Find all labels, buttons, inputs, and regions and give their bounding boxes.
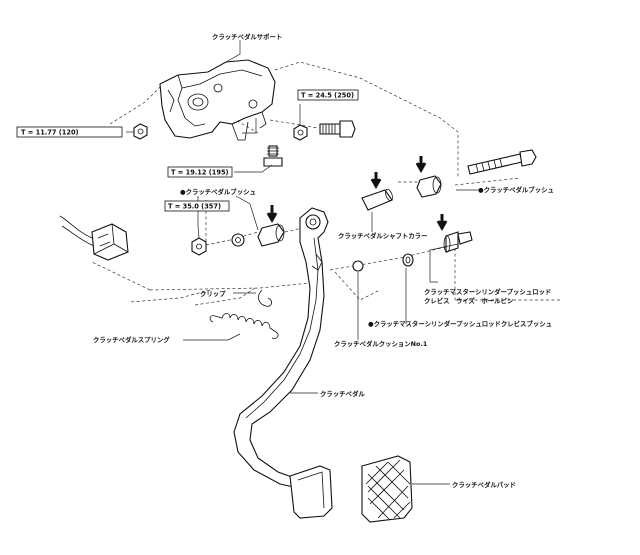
clutch-pedal-pad (361, 455, 413, 523)
clutch-pedal-bush-left (257, 223, 285, 247)
label-pad: クラッチペダルパッド (452, 480, 516, 489)
switch-connector (59, 215, 129, 261)
arrow-shaft-collar (370, 172, 382, 190)
nut-right (293, 124, 308, 141)
pivot-nut (191, 237, 207, 256)
torque-spec-t4-text: T = 35.0 (357) (168, 203, 221, 211)
arrow-bush-left (266, 205, 278, 224)
label-bush-left: ●クラッチペダルブッシュ (180, 187, 256, 196)
label-shaft-collar: クラッチペダルシャフトカラー (338, 231, 427, 240)
label-pushrod-clevis-pin-line1: クラッチマスターシリンダープッシュロッド (424, 287, 551, 296)
clevis-pin (443, 231, 473, 253)
label-pedal: クラッチペダル (320, 389, 365, 398)
torque-spec-t2: T = 24.5 (250) (297, 89, 359, 101)
clutch-pedal-bush-right (416, 175, 442, 198)
torque-spec-t4: T = 35.0 (357) (164, 200, 230, 212)
label-clip: クリップ (200, 289, 226, 298)
label-pushrod-clevis-pin-line2: クレビス ウイズ ホールピン (424, 296, 514, 305)
pedal-pad-mounted (289, 465, 333, 519)
label-pushrod-clevis-pin: クラッチマスターシリンダープッシュロッド クレビス ウイズ ホールピン (424, 287, 554, 305)
support-mounting-bolt (263, 145, 283, 167)
pivot-bolt (467, 149, 537, 175)
pivot-washer (231, 233, 245, 247)
support-bolt (319, 120, 356, 138)
torque-spec-t3: T = 19.12 (195) (167, 166, 233, 178)
torque-spec-t1: T = 11.77 (120) (16, 126, 123, 138)
clutch-pedal-support (159, 59, 276, 141)
shaft-collar (361, 188, 393, 211)
clevis-bush (402, 253, 414, 267)
label-spring: クラッチペダルスプリング (93, 335, 170, 344)
arrow-bush-right (415, 156, 427, 174)
nut-left (133, 123, 148, 140)
clutch-pedal-spring (209, 313, 279, 339)
clip (258, 289, 272, 307)
torque-spec-t3-text: T = 19.12 (195) (171, 169, 229, 177)
clutch-pedal-arm (233, 207, 329, 489)
pedal-cushion (352, 260, 364, 272)
label-support: クラッチペダルサポート (212, 32, 282, 41)
label-bush-right: ●クラッチペダルブッシュ (478, 185, 554, 194)
torque-spec-t2-text: T = 24.5 (250) (301, 92, 354, 100)
torque-spec-t1-text: T = 11.77 (120) (21, 129, 79, 137)
arrow-clevis-pin (436, 214, 448, 232)
label-pushrod-clevis-bush: ●クラッチマスターシリンダープッシュロッドクレビスブッシュ (368, 319, 552, 328)
label-cushion: クラッチペダルクッションNo.1 (334, 339, 427, 348)
